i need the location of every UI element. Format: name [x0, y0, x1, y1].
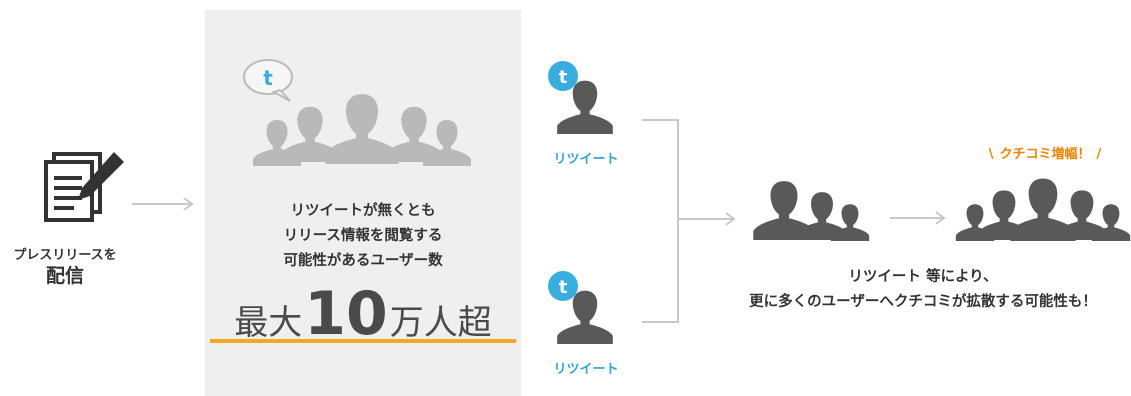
svg-text:t: t: [559, 277, 568, 298]
arrow-right-icon: [890, 211, 946, 225]
speech-bubble-icon: t: [243, 59, 293, 102]
twitter-badge-icon: t: [548, 61, 578, 91]
svg-text:t: t: [559, 67, 568, 88]
panel-description: リツイートが無くとも リリース情報を閲覧する 可能性があるユーザー数: [205, 199, 521, 274]
press-release-line1: プレスリリースを: [13, 248, 117, 263]
twitter-badge-icon: t: [548, 271, 578, 301]
panel-line1: リツイートが無くとも: [290, 203, 436, 219]
retweet-label-top: リツイート: [553, 152, 619, 167]
max-number: 10: [304, 279, 388, 349]
document-pen-icon: [44, 152, 124, 222]
max-users-headline: 最大10万人超: [205, 284, 521, 344]
panel-line3: 可能性があるユーザー数: [283, 253, 443, 269]
panel-line2: リリース情報を閲覧する: [283, 228, 443, 244]
user-group-icon: [753, 181, 870, 241]
result-line2: 更に多くのユーザーへクチコミが拡散する可能性も！: [749, 294, 1097, 310]
large-crowd-icon: [955, 178, 1131, 241]
max-suffix: 万人超: [389, 303, 492, 343]
press-release-label: プレスリリースを 配信: [10, 248, 120, 288]
retweet-label-bottom: リツイート: [553, 362, 619, 377]
buzz-text: クチコミ増幅！: [999, 147, 1091, 162]
press-release-line2: 配信: [45, 265, 84, 287]
arrow-right-icon: [132, 197, 194, 211]
buzz-amplify-label: \ クチコミ増幅！ /: [980, 143, 1110, 162]
bracket-connector: [642, 119, 736, 323]
result-description: リツイート 等により、 更に多くのユーザーへクチコミが拡散する可能性も！: [715, 265, 1131, 315]
result-line1: リツイート 等により、: [848, 269, 998, 285]
emphasis-mark-left: \: [988, 147, 994, 162]
audience-crowd-icon: [253, 94, 471, 166]
max-underline: [210, 339, 516, 343]
max-prefix: 最大: [234, 303, 303, 343]
emphasis-mark-right: /: [1096, 147, 1102, 162]
svg-text:t: t: [263, 66, 273, 90]
